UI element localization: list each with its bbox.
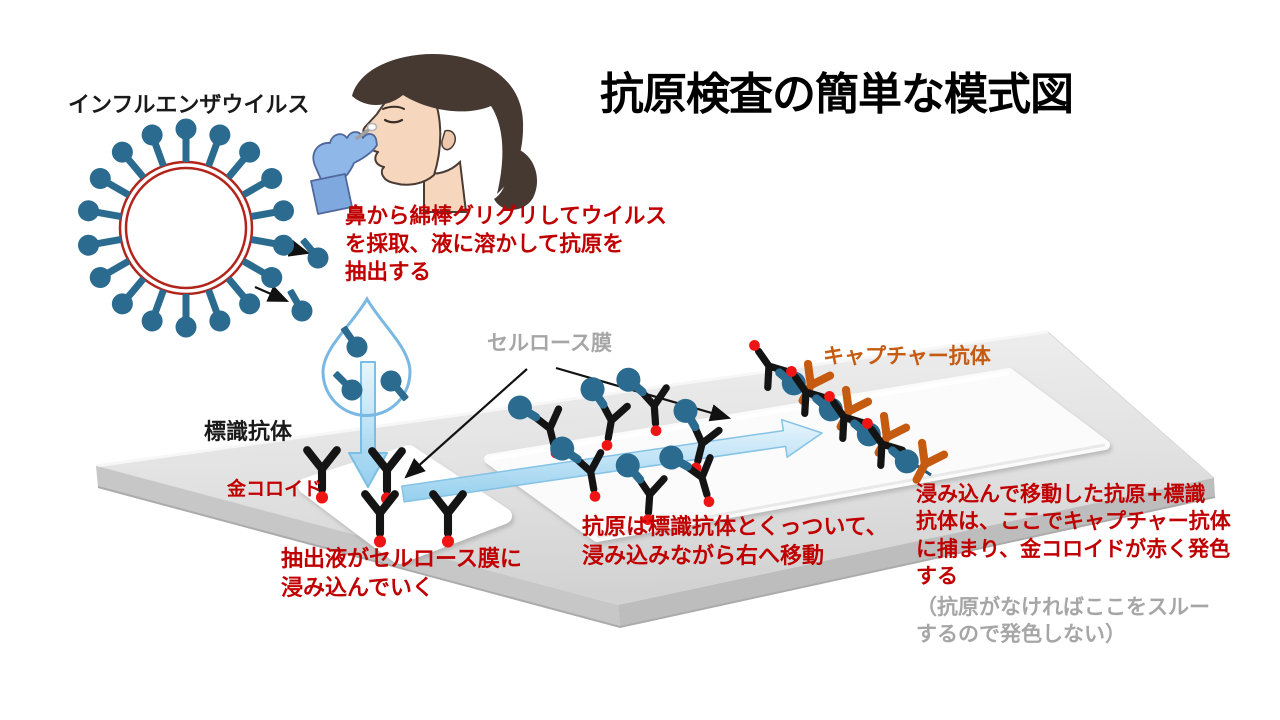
no-antigen-line: するので発色しない）: [916, 622, 1126, 647]
free-antigen: [294, 232, 333, 273]
membrane-pointer-arrow: [404, 368, 528, 479]
closed-eye: [383, 118, 404, 124]
capture-step-line: 浸み込んで移動した抗原+標識: [916, 482, 1206, 506]
label-capture-antibody: キャプチャー抗体: [823, 344, 991, 368]
capture-step-line: に捕まり、金コロイドが赤く発色: [916, 536, 1231, 561]
migrate-step-line: 浸み込みながら右へ移動: [582, 543, 825, 569]
capture-step-line: 抗体は、ここでキャプチャー抗体: [916, 509, 1231, 534]
antigen-in-droplet: [334, 321, 372, 362]
migrate-step-note: 抗原は標識抗体とくっついて、 浸み込みながら右へ移動: [582, 514, 888, 571]
label-cellulose-membrane: セルロース膜: [487, 331, 612, 355]
no-antigen-line: （抗原がなければここをスルー: [916, 595, 1210, 619]
nasal-swab-illustration: [310, 53, 538, 215]
swab-step-line: 鼻から綿棒グリグリしてウイルス: [345, 204, 667, 229]
no-antigen-note: （抗原がなければここをスルー するので発色しない）: [916, 594, 1210, 649]
page-title: 抗原検査の簡単な模式図: [600, 69, 1074, 120]
label-gold-colloid: 金コロイド: [227, 478, 323, 500]
virus-antigen-arrow: [254, 285, 290, 303]
label-labeled-antibody: 標識抗体: [204, 420, 293, 445]
swab-step-line: を採取、液に溶かして抗原を: [345, 231, 624, 257]
migrate-step-line: 抗原は標識抗体とくっついて、: [582, 515, 888, 540]
cellulose-membrane-strip: [484, 368, 1110, 542]
capture-step-line: する: [916, 563, 958, 588]
gloved-hand: [310, 131, 378, 215]
flow-arrow-right: [401, 418, 823, 503]
label-influenza-virus: インフルエンザウイルス: [68, 93, 310, 118]
swab-step-note: 鼻から綿棒グリグリしてウイルス を採取、液に溶かして抗原を 抽出する: [345, 203, 667, 287]
capture-line-group: [741, 333, 945, 485]
absorb-step-line: 浸み込んでいく: [281, 575, 434, 601]
free-antigen: [280, 284, 317, 326]
absorb-step-note: 抽出液がセルロース膜に 浸み込んでいく: [281, 546, 522, 603]
absorb-step-line: 抽出液がセルロース膜に: [281, 547, 522, 572]
capture-step-note: 浸み込んで移動した抗原+標識 抗体は、ここでキャプチャー抗体 に捕まり、金コロイ…: [916, 481, 1231, 590]
swab-step-line: 抽出する: [345, 259, 432, 285]
influenza-virus-illustration: [76, 118, 333, 338]
swab-tip: [366, 122, 378, 132]
